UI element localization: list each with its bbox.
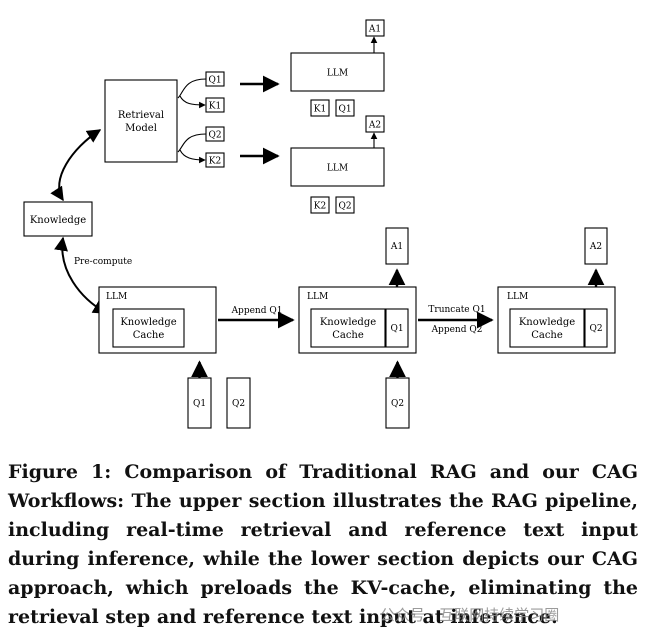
rag-llm1-q1-box bbox=[335, 99, 355, 117]
watermark: 公众号 · 互联网持续学习圈 bbox=[380, 606, 560, 624]
caption-label: Figure 1: bbox=[8, 461, 112, 483]
cag-a1-box bbox=[385, 227, 409, 265]
rag-llm1-box bbox=[290, 52, 385, 92]
model-to-k1-arrow bbox=[179, 95, 206, 109]
rag-llm2-k2-label: K2 bbox=[314, 202, 326, 212]
rag-llm2-k2-box bbox=[310, 196, 330, 214]
knowledge-retrieval-arrow bbox=[50, 129, 102, 202]
rag-llm1-k1-box bbox=[310, 99, 330, 117]
rag-q2-label: Q2 bbox=[208, 131, 221, 141]
append-q1-label: Append Q1 bbox=[231, 306, 283, 316]
retrieval-model-label-line2: Model bbox=[125, 123, 157, 134]
cag-llm-stage3-label: LLM bbox=[507, 292, 528, 302]
rag-a1-label: A1 bbox=[368, 25, 381, 35]
q1-to-model-arrow bbox=[177, 78, 207, 99]
cag-llm-stage1-label: LLM bbox=[106, 292, 127, 302]
knowledge-label: Knowledge bbox=[30, 215, 86, 226]
rag-a2-box bbox=[365, 115, 385, 133]
rag-llm1-q1-label: Q1 bbox=[338, 105, 351, 115]
knowledge-cache-stage2-line2: Cache bbox=[332, 330, 364, 341]
rag-k1-box bbox=[205, 97, 225, 113]
rag-llm2-q2-box bbox=[335, 196, 355, 214]
cag-llm-stage2-label: LLM bbox=[307, 292, 328, 302]
truncate-q1-label: Truncate Q1 bbox=[428, 305, 485, 315]
rag-k1-label: K1 bbox=[209, 102, 221, 112]
rag-llm1-k1-label: K1 bbox=[314, 105, 326, 115]
cag-q1-input-label: Q1 bbox=[193, 399, 206, 409]
cag-q2-queued-label: Q2 bbox=[232, 399, 245, 409]
model-to-k2-arrow bbox=[179, 149, 206, 164]
figure-caption: Figure 1: Comparison of Traditional RAG … bbox=[8, 458, 638, 632]
rag-section: Retrieval Model Q1 K1 Q2 K2 LLM A1 K1 Q1… bbox=[23, 19, 385, 237]
cag-a2-label: A2 bbox=[589, 242, 602, 252]
rag-k2-label: K2 bbox=[209, 157, 221, 167]
knowledge-cache-stage3-line1: Knowledge bbox=[519, 317, 575, 328]
retrieval-model-box bbox=[104, 79, 178, 163]
append-q2-label: Append Q2 bbox=[431, 325, 483, 335]
knowledge-cache-stage3-line2: Cache bbox=[531, 330, 563, 341]
caption-text: Comparison of Traditional RAG and our CA… bbox=[8, 461, 638, 628]
rag-k2-box bbox=[205, 152, 225, 168]
knowledge-cache-stage2-box bbox=[310, 308, 386, 348]
rag-llm2-box bbox=[290, 147, 385, 187]
rag-llm2-label: LLM bbox=[327, 164, 348, 174]
knowledge-cache-stage1-box bbox=[112, 308, 185, 348]
workflow-diagram: Retrieval Model Q1 K1 Q2 K2 LLM A1 K1 Q1… bbox=[23, 19, 616, 429]
cag-q2-input-label: Q2 bbox=[391, 399, 404, 409]
knowledge-cache-stage3-box bbox=[509, 308, 585, 348]
rag-llm1-label: LLM bbox=[327, 69, 348, 79]
knowledge-box bbox=[23, 201, 93, 237]
cag-stage3-q2-label: Q2 bbox=[589, 324, 602, 334]
q2-to-model-arrow bbox=[177, 133, 207, 153]
cag-a2-box bbox=[584, 227, 608, 265]
cag-stage2-q1-label: Q1 bbox=[390, 324, 403, 334]
rag-a2-label: A2 bbox=[368, 121, 381, 131]
retrieval-model-label-line1: Retrieval bbox=[118, 110, 164, 121]
knowledge-cache-stage1-line1: Knowledge bbox=[120, 317, 176, 328]
knowledge-cache-stage1-line2: Cache bbox=[133, 330, 165, 341]
cag-q2-queued-box bbox=[226, 377, 251, 429]
precompute-arrow bbox=[54, 236, 108, 314]
rag-a1-box bbox=[365, 19, 385, 37]
precompute-label: Pre-compute bbox=[74, 257, 132, 267]
knowledge-cache-stage2-line1: Knowledge bbox=[320, 317, 376, 328]
rag-q1-label: Q1 bbox=[208, 76, 221, 86]
cag-section: Pre-compute LLM Knowledge Cache Q1 Q2 Ap… bbox=[54, 227, 616, 429]
rag-llm2-q2-label: Q2 bbox=[338, 202, 351, 212]
cag-stage2-q1-box bbox=[385, 308, 409, 348]
cag-stage3-q2-box bbox=[584, 308, 608, 348]
cag-a1-label: A1 bbox=[390, 242, 403, 252]
